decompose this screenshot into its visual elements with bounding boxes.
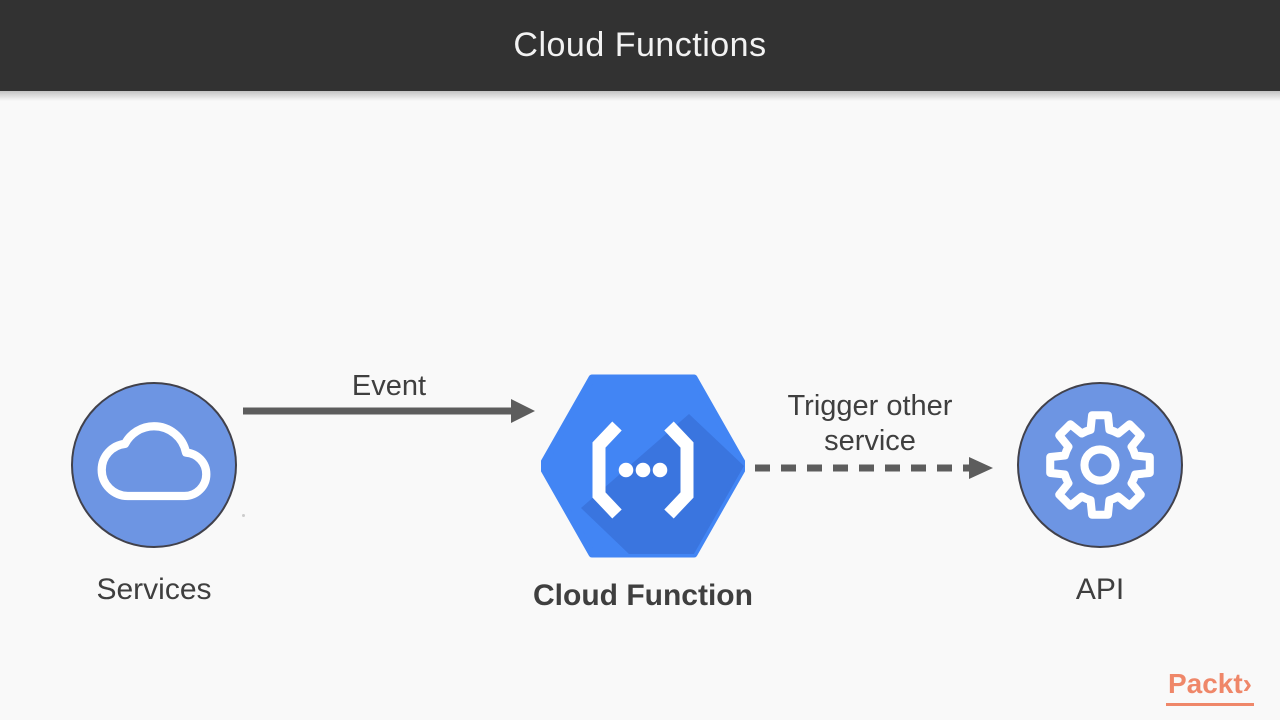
header-shadow bbox=[0, 91, 1280, 101]
stray-dot bbox=[242, 514, 245, 517]
gear-icon-path bbox=[1046, 411, 1154, 519]
cloud-icon bbox=[97, 421, 211, 500]
packt-logo: Packt› bbox=[1165, 668, 1254, 706]
event-arrowhead bbox=[511, 399, 535, 423]
node-cloud-function: Cloud Function bbox=[520, 374, 766, 613]
trigger-edge-label: Trigger other service bbox=[787, 390, 953, 457]
trigger-arrowhead bbox=[969, 457, 993, 479]
title-bar: Cloud Functions bbox=[0, 0, 1280, 91]
slide-title: Cloud Functions bbox=[513, 26, 767, 64]
dot-icon bbox=[635, 462, 651, 478]
dot-icon bbox=[618, 462, 634, 478]
api-circle bbox=[1017, 382, 1183, 548]
bracket-left-icon bbox=[592, 421, 622, 519]
services-circle bbox=[71, 382, 237, 548]
diagram-area: Services Event bbox=[0, 91, 1280, 720]
cloud-function-label: Cloud Function bbox=[533, 579, 753, 612]
gear-hub-icon bbox=[1080, 445, 1120, 485]
cloud-functions-logo bbox=[541, 374, 745, 558]
gear-icon bbox=[1046, 411, 1154, 519]
event-arrow bbox=[243, 399, 535, 423]
trigger-arrow bbox=[755, 457, 993, 479]
hexagon-shadow bbox=[581, 414, 744, 554]
dot-icon bbox=[652, 462, 668, 478]
bracket-right-icon bbox=[664, 421, 694, 519]
node-api: API bbox=[1000, 382, 1200, 607]
node-services: Services bbox=[54, 382, 254, 607]
api-label: API bbox=[1075, 573, 1125, 606]
event-edge-label: Event bbox=[351, 370, 427, 402]
services-label: Services bbox=[96, 573, 212, 606]
